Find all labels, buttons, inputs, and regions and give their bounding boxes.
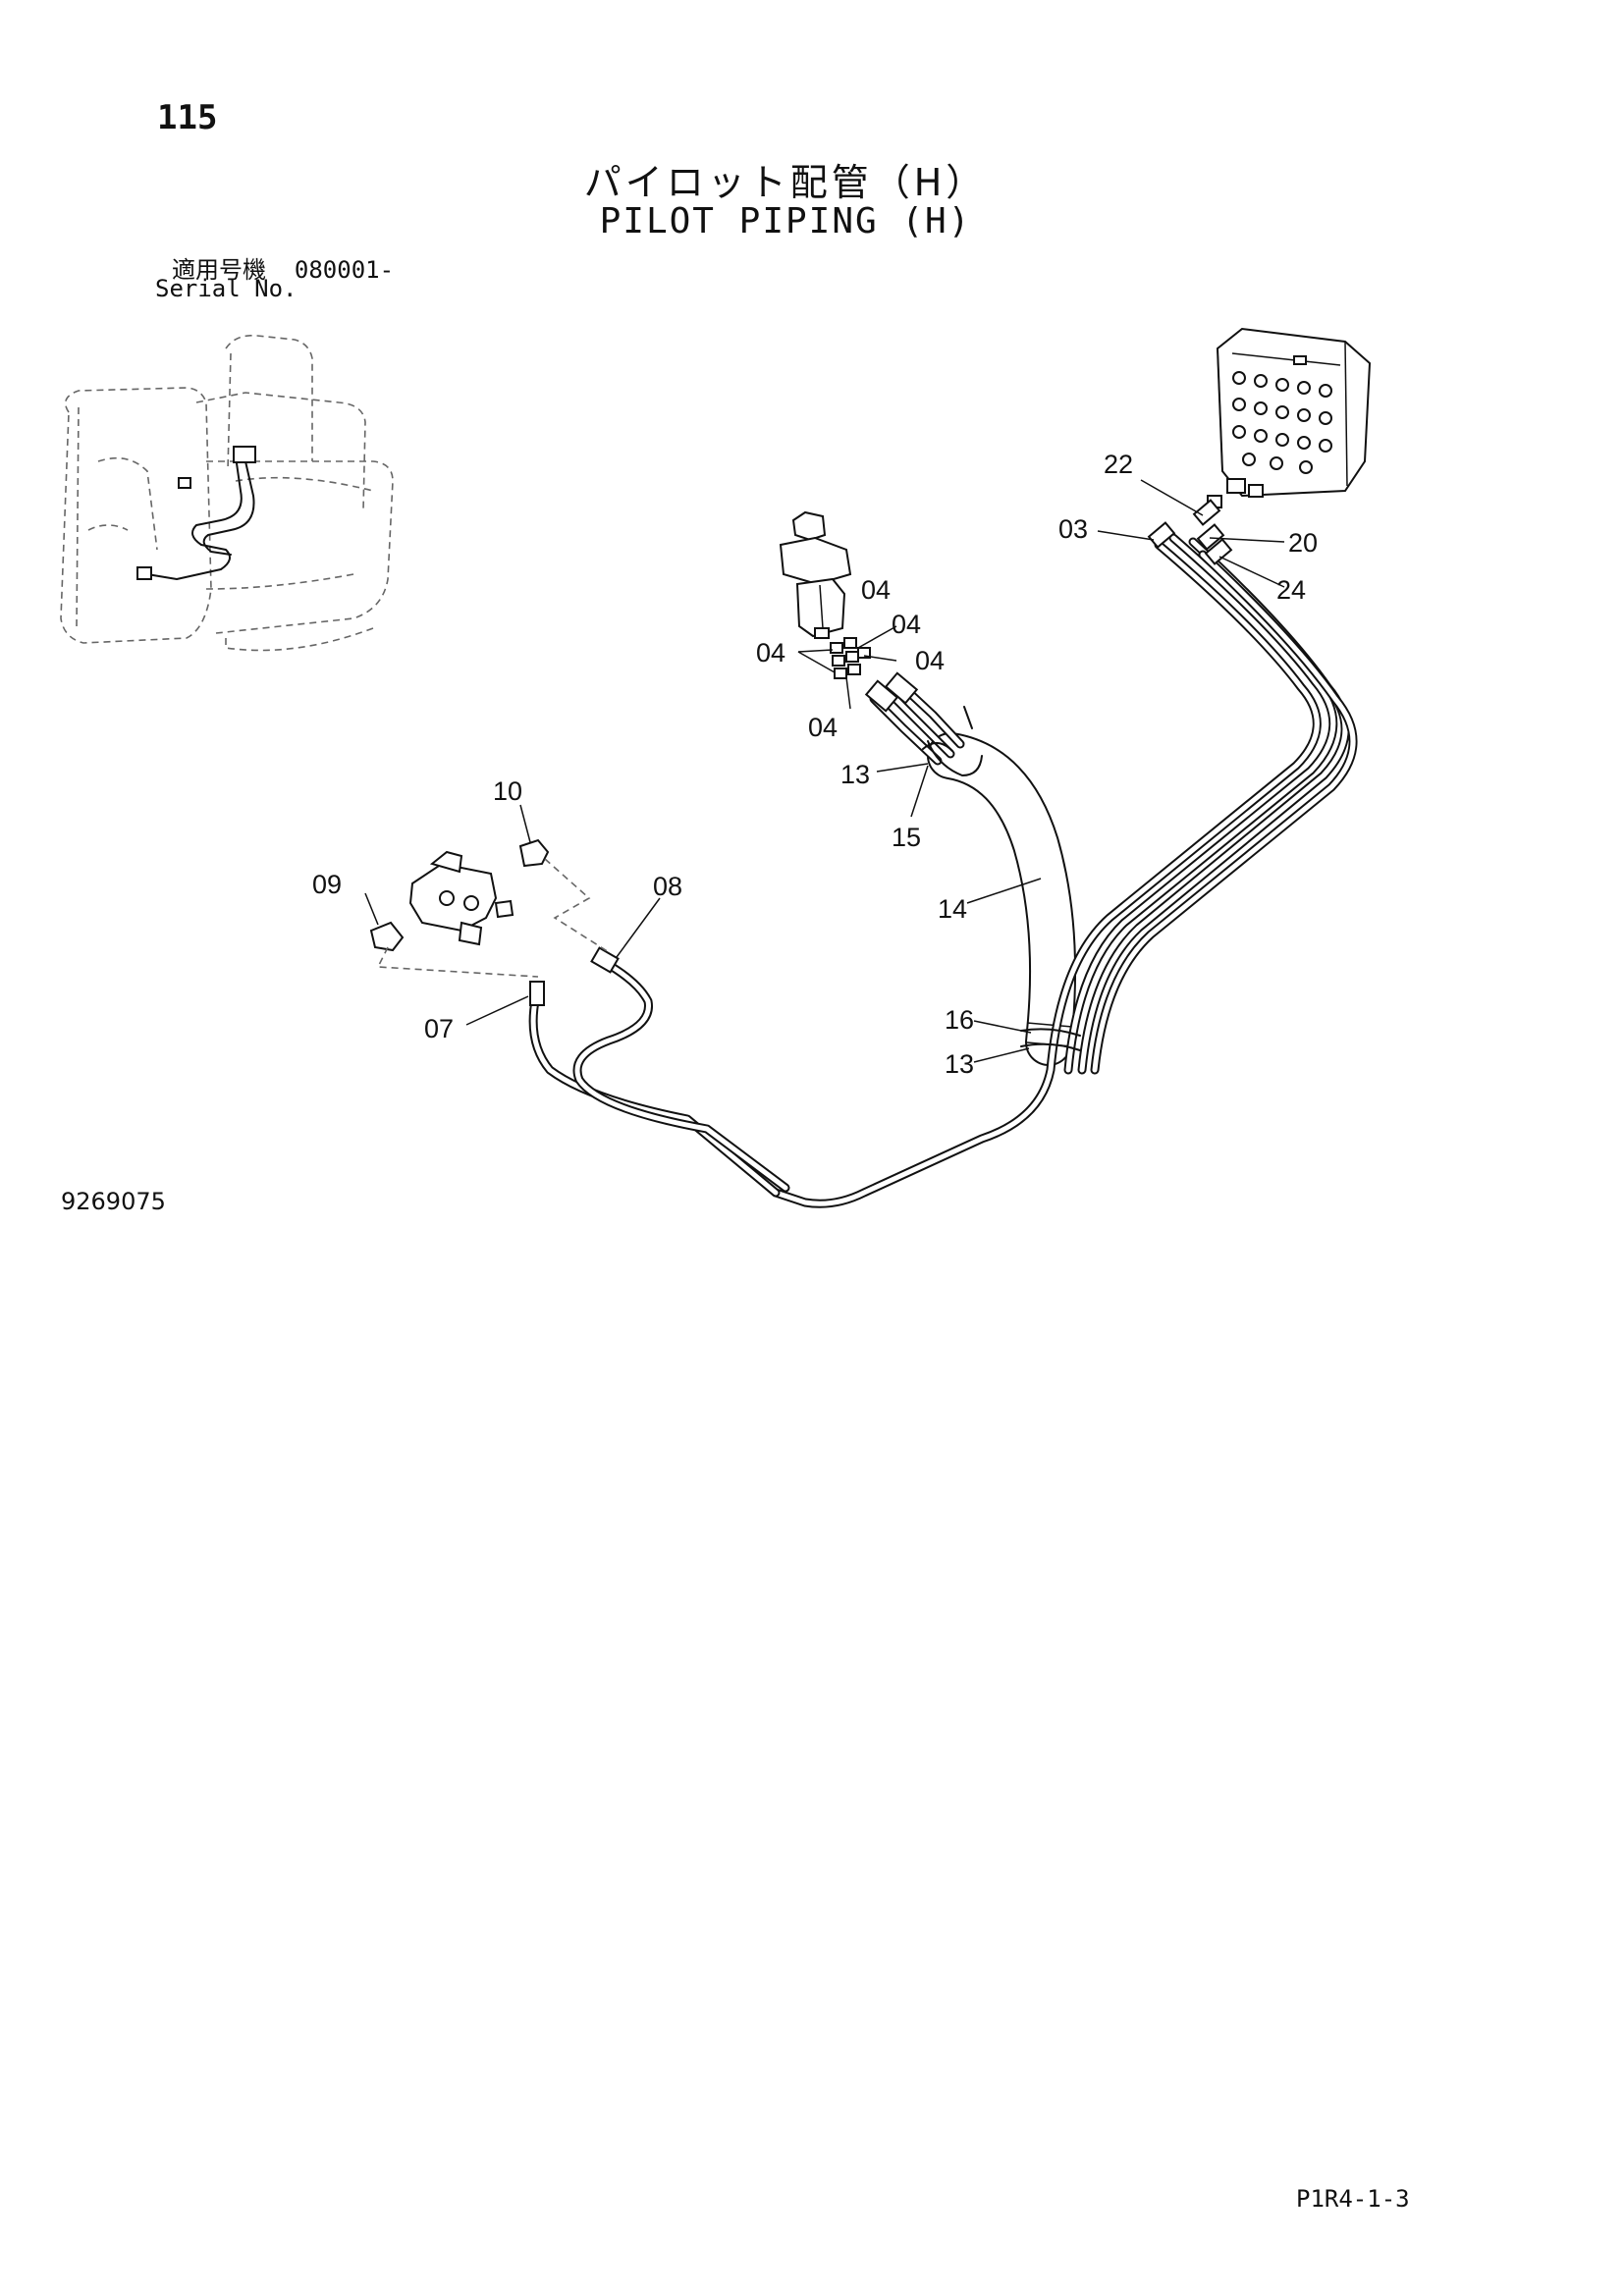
serial-label-jp: 適用号機 080001- <box>172 250 394 285</box>
callout-13-upper: 13 <box>840 760 870 789</box>
callout-04-bottom: 04 <box>808 713 838 742</box>
serial-label-en: Serial No. <box>155 275 298 302</box>
hoses-07-08 <box>528 946 790 1198</box>
serial-label-jp-text: 適用号機 <box>172 256 266 284</box>
callout-04-right-lower: 04 <box>915 646 945 675</box>
shuttle-valve <box>369 838 610 978</box>
hose-bands <box>922 742 1081 1051</box>
callout-04-top: 04 <box>861 575 891 605</box>
drawing-id: 9269075 <box>61 1188 166 1215</box>
callout-04-right-upper: 04 <box>892 610 921 639</box>
serial-value: 080001- <box>294 256 395 284</box>
callout-14: 14 <box>938 894 967 924</box>
control-valve-block <box>1207 327 1372 508</box>
page-title-en: PILOT PIPING (H) <box>599 201 972 241</box>
callout-24: 24 <box>1276 575 1306 605</box>
callout-07: 07 <box>424 1014 454 1043</box>
long-hose-bundle <box>771 499 1358 1208</box>
callout-15: 15 <box>892 823 921 852</box>
callouts: 22 03 20 24 04 04 04 04 04 13 15 10 09 0… <box>312 450 1318 1079</box>
callout-04-left: 04 <box>756 638 785 667</box>
callout-20: 20 <box>1288 528 1318 558</box>
machine-overview-inset <box>60 334 394 652</box>
callout-03: 03 <box>1058 514 1088 544</box>
callout-10: 10 <box>493 776 522 806</box>
callout-09: 09 <box>312 870 342 899</box>
pilot-valve <box>779 510 852 639</box>
callout-08: 08 <box>653 872 682 901</box>
protective-hose-14 <box>927 732 1077 1066</box>
page-title-jp: パイロット配管（H） <box>583 161 988 204</box>
page-reference: P1R4-1-3 <box>1296 2185 1410 2213</box>
leader-lines <box>364 479 1285 1063</box>
callout-22: 22 <box>1104 450 1133 479</box>
callout-16: 16 <box>945 1005 974 1035</box>
page-number: 115 <box>157 98 218 137</box>
connector-block <box>830 637 871 679</box>
callout-13-lower: 13 <box>945 1049 974 1079</box>
